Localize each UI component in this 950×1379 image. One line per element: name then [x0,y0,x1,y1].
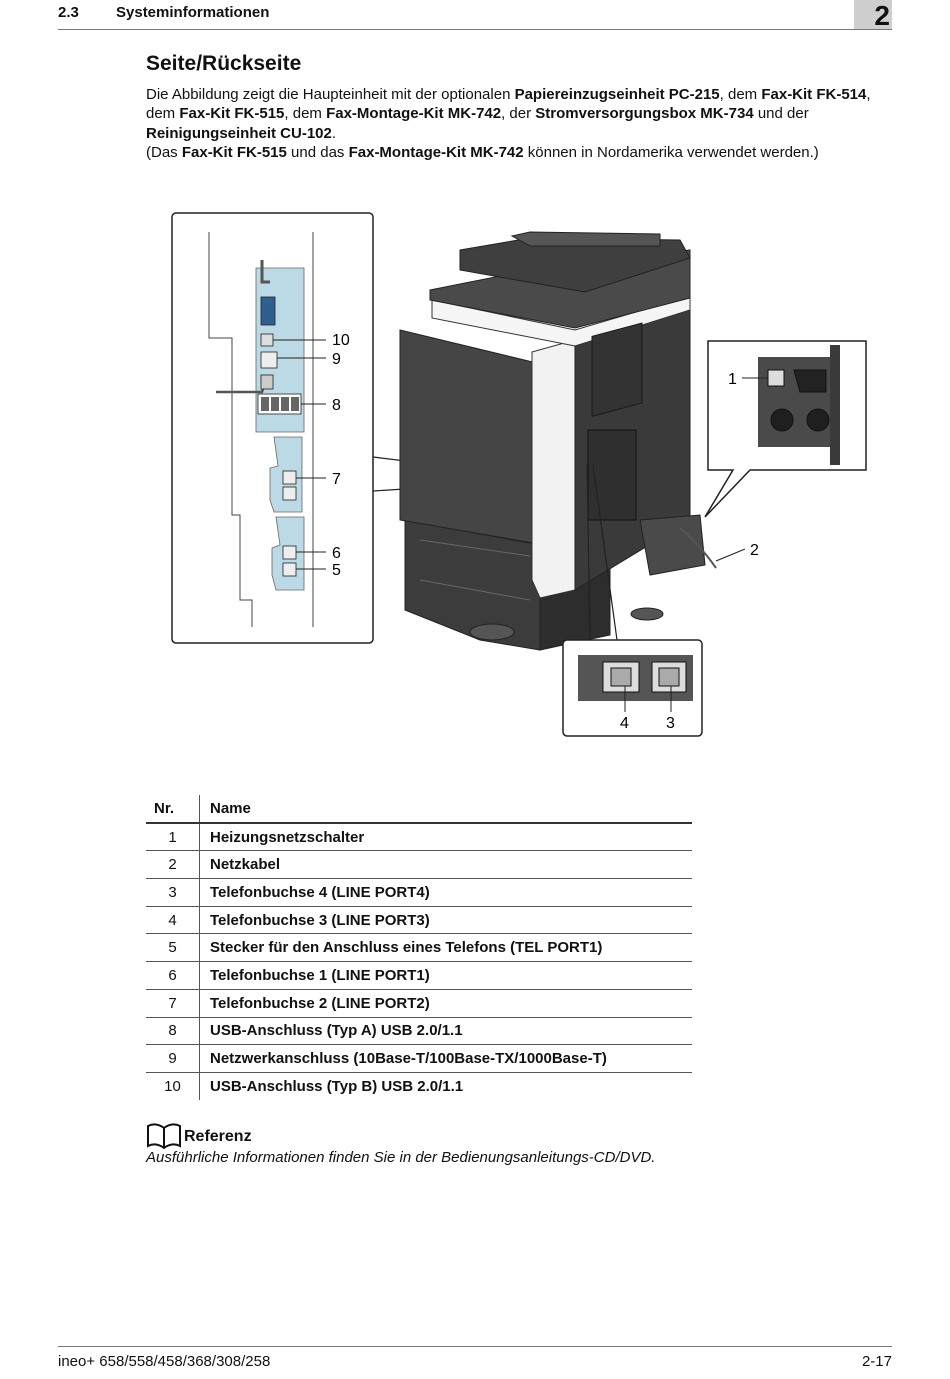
intro-bold-text: Fax-Kit FK-514 [761,86,867,103]
intro-bold-text: Fax-Kit FK-515 [181,143,287,161]
footer-model: ineo+ 658/558/458/368/308/258 [58,1353,271,1370]
callout-7: 7 [332,471,341,488]
page-title: Seite/Rückseite [146,52,302,75]
callout-1: 1 [728,371,737,388]
reference-title: Referenz [184,1128,252,1145]
column-header-nr: Nr. [146,795,200,824]
callout-2: 2 [750,542,759,559]
row-name: USB-Anschluss (Typ A) USB 2.0/1.1 [199,1017,692,1046]
row-nr: 5 [146,933,200,963]
intro-bold-text: Fax-Kit FK-515 [179,105,285,123]
callout-8: 8 [332,397,341,414]
reference-text: Ausführliche Informationen finden Sie in… [146,1149,656,1166]
page-header: 2.3 Systeminformationen 2 [58,0,892,31]
column-header-name: Name [199,795,692,824]
section-number: 2.3 [58,4,79,21]
intro-text: , dem [146,86,871,123]
callout-5: 5 [332,562,341,579]
row-nr: 8 [146,1017,200,1046]
row-name: Telefonbuchse 3 (LINE PORT3) [199,906,692,935]
table-header-row: Nr. Name [146,795,692,824]
row-name: Telefonbuchse 4 (LINE PORT4) [199,878,692,907]
device-illustration: 10 9 8 7 6 5 [171,212,867,737]
table-row: 10 USB-Anschluss (Typ B) USB 2.0/1.1 [146,1072,692,1100]
intro-bold-text: Reinigungseinheit CU-102 [146,124,332,142]
row-name: Netzwerkanschluss (10Base-T/100Base-TX/1… [199,1044,692,1073]
intro-text: , der [501,105,536,123]
section-header-title: Systeminformationen [116,4,270,21]
row-nr: 9 [146,1044,200,1073]
row-name: Telefonbuchse 1 (LINE PORT1) [199,961,692,990]
row-name: Telefonbuchse 2 (LINE PORT2) [199,989,692,1018]
power-switch-detail: 1 [704,340,867,518]
callout-10: 10 [332,332,350,349]
intro-bold-text: Fax-Montage-Kit MK-742 [348,143,524,161]
page-footer: ineo+ 658/558/458/368/308/258 2-17 [58,1346,892,1373]
intro-paragraph: Die Abbildung zeigt die Haupteinheit mit… [146,85,886,162]
intro-text: , dem [719,86,762,103]
row-name: USB-Anschluss (Typ B) USB 2.0/1.1 [210,1077,464,1095]
chapter-tab: 2 [854,0,892,31]
line-port-detail: 4 3 [562,639,703,737]
intro-bold-text: Stromversorgungsbox MK-734 [535,105,754,123]
chapter-number: 2 [874,0,890,31]
book-icon [147,1123,181,1150]
intro-text: und der [753,105,809,123]
row-name: Heizungsnetzschalter [199,822,692,852]
copier-machine: 2 [399,231,759,651]
row-name: Stecker für den Anschluss eines Telefons… [199,933,692,963]
callout-9: 9 [332,351,341,368]
intro-text: Die Abbildung zeigt die Haupteinheit mit… [146,86,515,103]
row-name: Netzkabel [199,850,692,880]
intro-text: (Das [146,143,182,161]
intro-text: und das [286,143,349,161]
callout-3: 3 [666,715,675,732]
intro-text: . [331,124,337,142]
row-nr: 3 [146,878,200,907]
intro-text: , dem [284,105,327,123]
row-nr: 10 [146,1072,200,1100]
row-nr: 4 [146,906,200,935]
row-nr: 6 [146,961,200,990]
page-number: 2-17 [861,1353,892,1370]
callout-4: 4 [620,715,629,732]
intro-bold-text: Papiereinzugseinheit PC-215 [514,86,720,103]
row-nr: 1 [146,822,200,852]
reference-heading: Referenz [146,1122,252,1155]
interface-panel-detail: 10 9 8 7 6 5 [171,212,374,644]
intro-text: können in Nordamerika verwendet werden.) [523,143,819,161]
intro-bold-text: Fax-Montage-Kit MK-742 [326,105,502,123]
callout-6: 6 [332,545,341,562]
row-nr: 7 [146,989,200,1018]
row-nr: 2 [146,850,200,880]
